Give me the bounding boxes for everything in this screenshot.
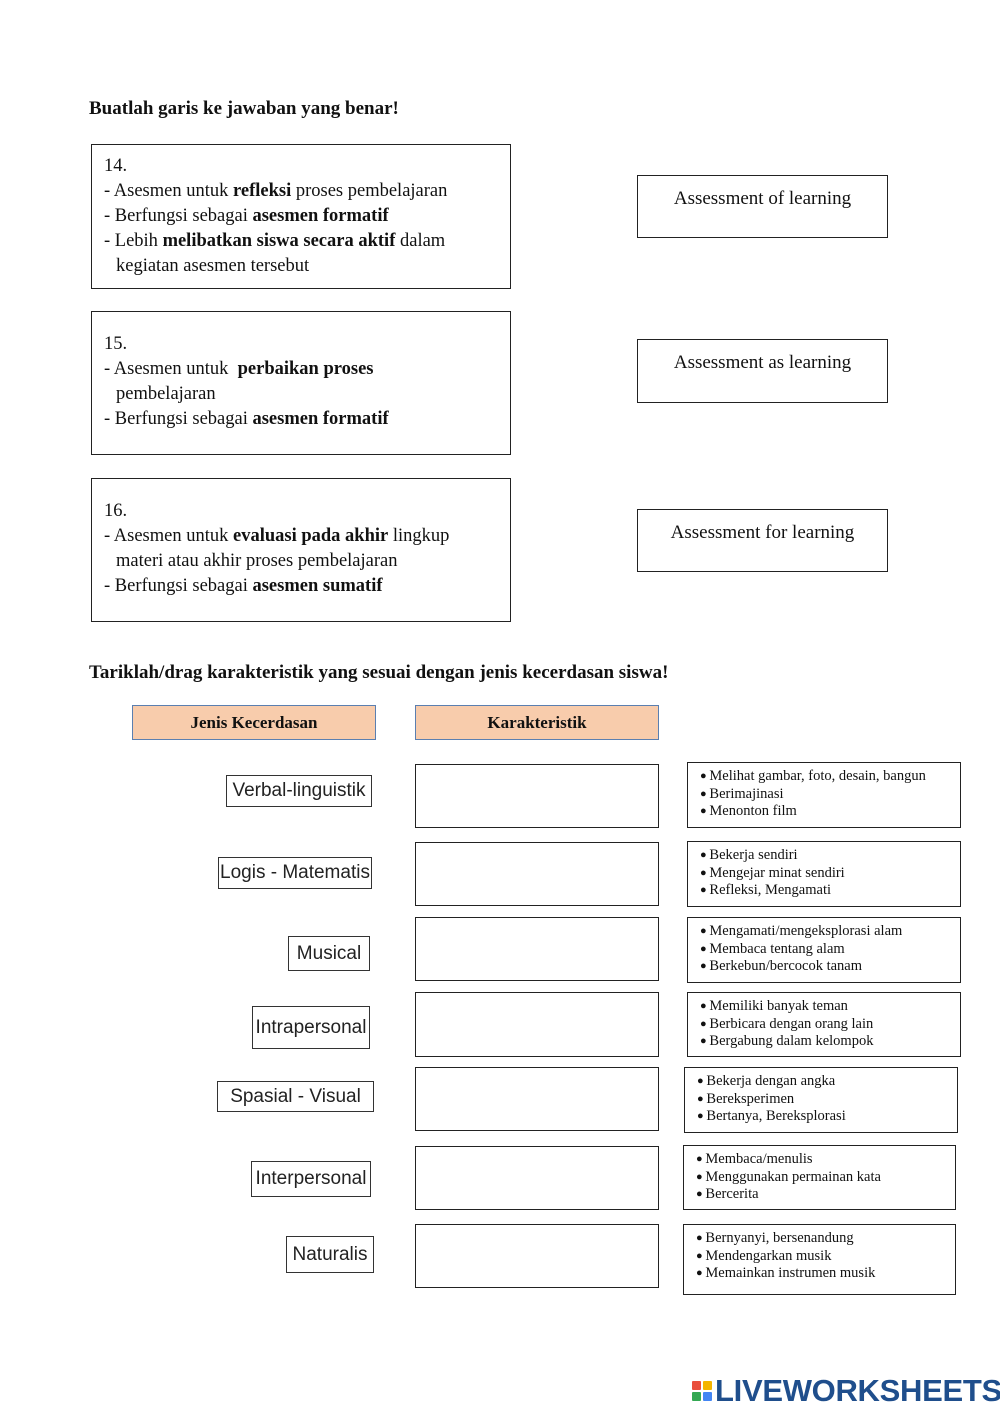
- draggable-characteristic-card[interactable]: Memiliki banyak temanBerbicara dengan or…: [687, 992, 961, 1057]
- question-number: 16.: [104, 501, 128, 521]
- characteristic-item: Refleksi, Mengamati: [700, 882, 960, 900]
- draggable-characteristic-card[interactable]: Bekerja dengan angkaBereksperimenBertany…: [684, 1067, 958, 1133]
- question-line: - Asesmen untuk refleksi proses pembelaj…: [104, 179, 510, 204]
- intelligence-label-intrapersonal: Intrapersonal: [252, 1006, 370, 1049]
- draggable-characteristic-card[interactable]: Melihat gambar, foto, desain, bangunBeri…: [687, 762, 961, 828]
- question-text: proses pembelajaran: [291, 181, 448, 201]
- question-line: pembelajaran: [104, 382, 510, 407]
- intelligence-label-logis-matematis: Logis - Matematis: [218, 857, 372, 889]
- drop-zone[interactable]: [415, 842, 659, 906]
- question-keyword: melibatkan siswa secara aktif: [162, 231, 396, 251]
- characteristic-item: Bercerita: [696, 1186, 955, 1204]
- question-text: kegiatan asesmen tersebut: [116, 256, 310, 276]
- drop-zone[interactable]: [415, 1067, 659, 1131]
- drop-zone[interactable]: [415, 917, 659, 981]
- characteristic-item: Membaca tentang alam: [700, 941, 960, 959]
- question-keyword: perbaikan proses: [237, 359, 374, 379]
- drop-zone[interactable]: [415, 1146, 659, 1210]
- intelligence-label-interpersonal: Interpersonal: [251, 1161, 371, 1197]
- characteristic-item: Bertanya, Bereksplorasi: [697, 1108, 957, 1126]
- answer-assessment-as-learning[interactable]: Assessment as learning: [637, 339, 888, 403]
- question-line: - Asesmen untuk perbaikan proses: [104, 357, 510, 382]
- question-text: - Asesmen untuk: [104, 181, 233, 201]
- drop-zone[interactable]: [415, 992, 659, 1057]
- question-line: kegiatan asesmen tersebut: [104, 254, 510, 279]
- question-keyword: evaluasi pada akhir: [232, 526, 389, 546]
- characteristic-item: Melihat gambar, foto, desain, bangun: [700, 768, 960, 786]
- logo-square-green: [692, 1392, 701, 1401]
- question-text: lingkup: [388, 526, 450, 546]
- intelligence-label-spasial-visual: Spasial - Visual: [217, 1081, 374, 1112]
- drop-zone[interactable]: [415, 764, 659, 828]
- question-text: - Asesmen untuk: [104, 526, 233, 546]
- section2-heading: Tariklah/drag karakteristik yang sesuai …: [89, 662, 669, 683]
- question-line: - Asesmen untuk evaluasi pada akhir ling…: [104, 524, 510, 549]
- question-line: - Lebih melibatkan siswa secara aktif da…: [104, 229, 510, 254]
- question-line: materi atau akhir proses pembelajaran: [104, 549, 510, 574]
- column-header-karakteristik: Karakteristik: [415, 705, 659, 740]
- answer-assessment-of-learning[interactable]: Assessment of learning: [637, 175, 888, 238]
- question-line: - Berfungsi sebagai asesmen formatif: [104, 407, 510, 432]
- question-keyword: refleksi: [232, 181, 292, 201]
- characteristic-item: Berbicara dengan orang lain: [700, 1016, 960, 1034]
- question-box-16[interactable]: 16. - Asesmen untuk evaluasi pada akhir l…: [91, 478, 511, 622]
- question-number: 14.: [104, 156, 128, 176]
- draggable-characteristic-card[interactable]: Bernyanyi, bersenandungMendengarkan musi…: [683, 1224, 956, 1295]
- liveworksheets-logo: LIVEWORKSHEETS: [692, 1373, 1000, 1409]
- characteristic-item: Bergabung dalam kelompok: [700, 1033, 960, 1051]
- question-text: - Berfungsi sebagai: [104, 576, 253, 596]
- question-text: materi atau akhir proses pembelajaran: [116, 551, 398, 571]
- column-header-jenis-kecerdasan: Jenis Kecerdasan: [132, 705, 376, 740]
- question-number: 15.: [104, 334, 128, 354]
- question-text: - Lebih: [104, 231, 163, 251]
- characteristic-item: Bekerja dengan angka: [697, 1073, 957, 1091]
- question-line: - Berfungsi sebagai asesmen sumatif: [104, 574, 510, 599]
- draggable-characteristic-card[interactable]: Mengamati/mengeksplorasi alamMembaca ten…: [687, 917, 961, 983]
- characteristic-item: Mengejar minat sendiri: [700, 865, 960, 883]
- question-box-14[interactable]: 14. - Asesmen untuk refleksi proses pembe…: [91, 144, 511, 289]
- drop-zone[interactable]: [415, 1224, 659, 1288]
- question-keyword: asesmen sumatif: [252, 576, 383, 596]
- question-text: - Asesmen untuk: [104, 359, 238, 379]
- characteristic-item: Memiliki banyak teman: [700, 998, 960, 1016]
- characteristic-item: Membaca/menulis: [696, 1151, 955, 1169]
- characteristic-item: Bernyanyi, bersenandung: [696, 1230, 955, 1248]
- characteristic-item: Mendengarkan musik: [696, 1248, 955, 1266]
- draggable-characteristic-card[interactable]: Membaca/menulisMenggunakan permainan kat…: [683, 1145, 956, 1210]
- characteristic-item: Memainkan instrumen musik: [696, 1265, 955, 1283]
- question-text: - Berfungsi sebagai: [104, 206, 253, 226]
- question-keyword: asesmen formatif: [252, 409, 389, 429]
- liveworksheets-logo-icon: [692, 1381, 712, 1401]
- draggable-characteristic-card[interactable]: Bekerja sendiriMengejar minat sendiriRef…: [687, 841, 961, 907]
- characteristic-item: Bereksperimen: [697, 1091, 957, 1109]
- characteristic-item: Menonton film: [700, 803, 960, 821]
- characteristic-item: Berkebun/bercocok tanam: [700, 958, 960, 976]
- logo-square-yellow: [703, 1381, 712, 1390]
- answer-assessment-for-learning[interactable]: Assessment for learning: [637, 509, 888, 572]
- liveworksheets-logo-text: LIVEWORKSHEETS: [715, 1373, 1000, 1408]
- characteristic-item: Bekerja sendiri: [700, 847, 960, 865]
- characteristic-item: Menggunakan permainan kata: [696, 1169, 955, 1187]
- question-text: dalam: [395, 231, 446, 251]
- question-line: - Berfungsi sebagai asesmen formatif: [104, 204, 510, 229]
- intelligence-label-musical: Musical: [288, 936, 370, 971]
- characteristic-item: Mengamati/mengeksplorasi alam: [700, 923, 960, 941]
- question-text: pembelajaran: [116, 384, 216, 404]
- logo-square-blue: [703, 1392, 712, 1401]
- section1-heading: Buatlah garis ke jawaban yang benar!: [89, 98, 399, 119]
- question-keyword: asesmen formatif: [252, 206, 389, 226]
- question-text: - Berfungsi sebagai: [104, 409, 253, 429]
- logo-square-red: [692, 1381, 701, 1390]
- intelligence-label-verbal-linguistik: Verbal-linguistik: [226, 775, 372, 807]
- intelligence-label-naturalis: Naturalis: [286, 1236, 374, 1273]
- characteristic-item: Berimajinasi: [700, 786, 960, 804]
